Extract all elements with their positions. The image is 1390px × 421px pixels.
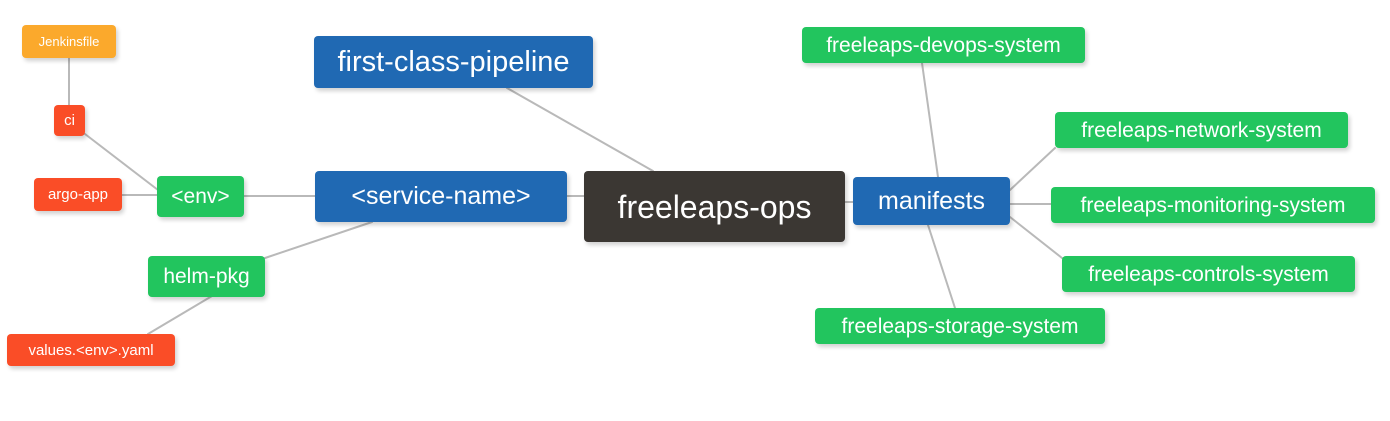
edge-helm-pkg-to-service-name (264, 221, 373, 259)
node-freeleaps-network-system[interactable]: freeleaps-network-system (1055, 112, 1348, 148)
node-label-freeleaps-controls-system: freeleaps-controls-system (1088, 262, 1329, 286)
node-argo-app[interactable]: argo-app (34, 178, 122, 211)
node-label-freeleaps-network-system: freeleaps-network-system (1081, 118, 1322, 142)
node-jenkinsfile[interactable]: Jenkinsfile (22, 25, 116, 58)
node-label-values-yaml: values.<env>.yaml (28, 341, 154, 359)
node-freeleaps-storage-system[interactable]: freeleaps-storage-system (815, 308, 1105, 344)
node-label-first-class-pipeline: first-class-pipeline (337, 45, 570, 78)
node-label-ci: ci (64, 112, 75, 129)
node-label-freeleaps-monitoring-system: freeleaps-monitoring-system (1080, 193, 1346, 217)
node-label-freeleaps-devops-system: freeleaps-devops-system (826, 33, 1061, 57)
node-label-env: <env> (171, 185, 230, 208)
node-helm-pkg[interactable]: helm-pkg (148, 256, 265, 297)
node-label-jenkinsfile: Jenkinsfile (38, 34, 100, 49)
node-ci[interactable]: ci (54, 105, 85, 136)
edge-freeleaps-network-system-to-manifests (1009, 147, 1056, 191)
node-label-helm-pkg: helm-pkg (163, 265, 250, 288)
node-freeleaps-controls-system[interactable]: freeleaps-controls-system (1062, 256, 1355, 292)
node-label-freeleaps-ops: freeleaps-ops (617, 188, 812, 225)
node-env[interactable]: <env> (157, 176, 244, 217)
edge-freeleaps-controls-system-to-manifests (1009, 216, 1063, 259)
node-manifests[interactable]: manifests (853, 177, 1010, 225)
node-first-class-pipeline[interactable]: first-class-pipeline (314, 36, 593, 88)
node-freeleaps-monitoring-system[interactable]: freeleaps-monitoring-system (1051, 187, 1375, 223)
node-label-service-name: <service-name> (351, 182, 531, 210)
edge-values-yaml-to-helm-pkg (147, 295, 213, 335)
node-values-yaml[interactable]: values.<env>.yaml (7, 334, 175, 366)
node-service-name[interactable]: <service-name> (315, 171, 567, 222)
node-freeleaps-devops-system[interactable]: freeleaps-devops-system (802, 27, 1085, 63)
node-freeleaps-ops[interactable]: freeleaps-ops (584, 171, 845, 242)
edge-first-class-pipeline-to-freeleaps-ops (506, 87, 654, 172)
edge-freeleaps-storage-system-to-manifests (927, 224, 956, 309)
edge-freeleaps-devops-system-to-manifests (921, 62, 939, 178)
node-label-manifests: manifests (878, 186, 985, 215)
node-label-freeleaps-storage-system: freeleaps-storage-system (841, 314, 1079, 338)
node-label-argo-app: argo-app (47, 186, 109, 203)
